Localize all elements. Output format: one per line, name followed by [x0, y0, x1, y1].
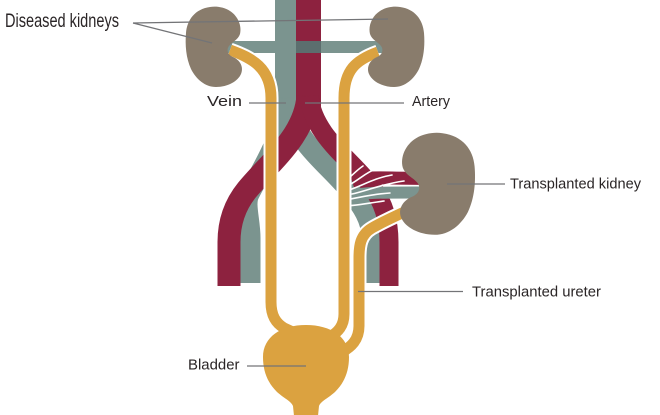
- label-artery: Artery: [412, 93, 450, 110]
- vein-artery-overlap: [296, 41, 321, 53]
- leader-diseased-kidneys-left: [132, 22, 213, 44]
- label-diseased-kidneys: Diseased kidneys: [5, 11, 119, 32]
- label-transplanted-ureter: Transplanted ureter: [472, 284, 601, 301]
- transplanted-kidney: [400, 132, 476, 235]
- label-vein: Vein: [207, 93, 242, 110]
- bladder: [263, 325, 349, 415]
- label-transplanted-kidney: Transplanted kidney: [510, 176, 641, 193]
- labels: Diseased kidneys Vein Artery Transplante…: [5, 11, 641, 374]
- leader-lines: [132, 18, 505, 367]
- left-iliac-artery: [217, 94, 320, 286]
- aorta: [296, 0, 321, 108]
- transplanted-ureter: [330, 198, 424, 363]
- leader-diseased-kidneys-right: [132, 18, 389, 24]
- vena-cava: [275, 0, 296, 125]
- left-ureter: [227, 42, 301, 341]
- label-bladder: Bladder: [188, 357, 240, 374]
- left-diseased-kidney: [185, 6, 243, 87]
- right-diseased-kidney: [367, 6, 425, 87]
